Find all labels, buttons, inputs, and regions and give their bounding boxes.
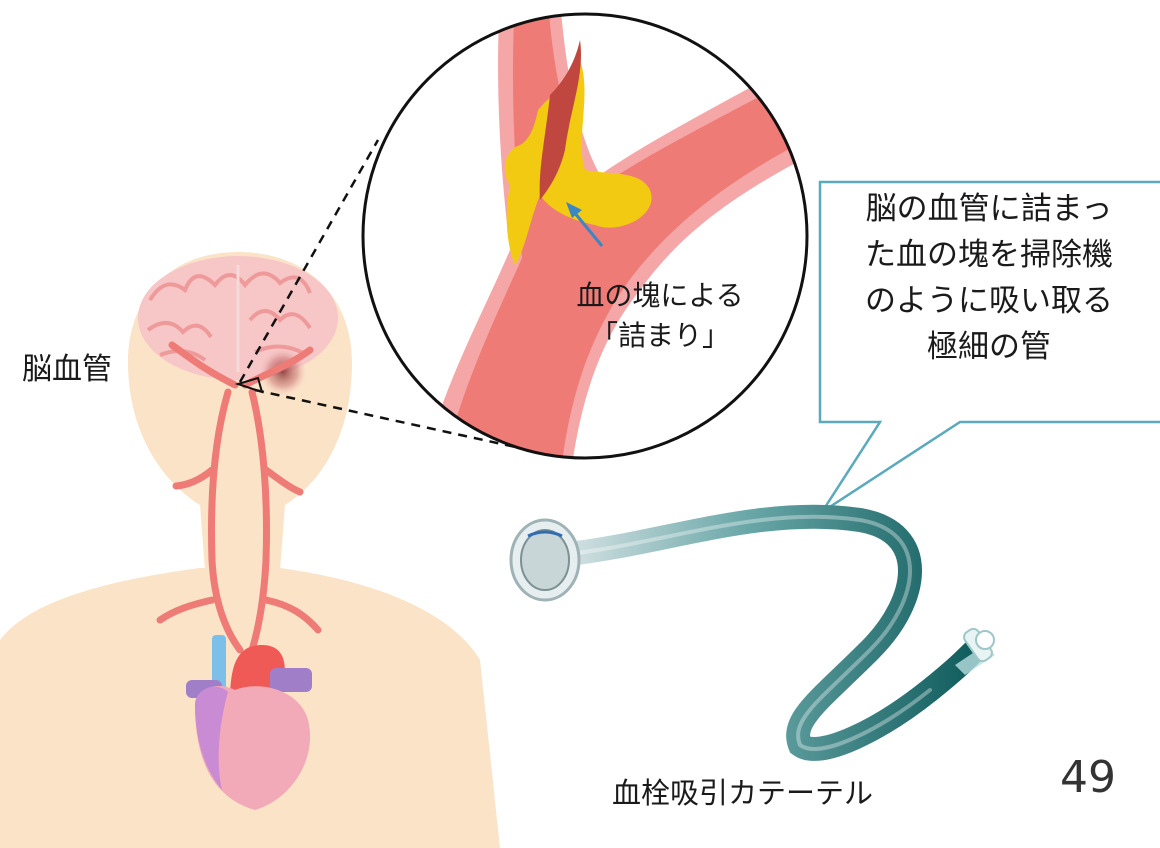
callout-line-1: 脳の血管に詰まっ bbox=[818, 186, 1160, 232]
page-number: 49 bbox=[1060, 752, 1116, 803]
clot-label-line2: 「詰まり」 bbox=[560, 316, 760, 356]
catheter-image bbox=[511, 517, 995, 749]
callout-line-4: 極細の管 bbox=[818, 324, 1160, 370]
magnified-vessel bbox=[363, 0, 840, 480]
brain-vessel-label: 脳血管 bbox=[22, 344, 112, 388]
clot-label-line1: 血の塊による bbox=[560, 276, 760, 316]
catheter-label: 血栓吸引カテーテル bbox=[612, 770, 873, 812]
callout-text: 脳の血管に詰まっ た血の塊を掃除機 のように吸い取る 極細の管 bbox=[818, 186, 1160, 370]
callout-line-3: のように吸い取る bbox=[818, 278, 1160, 324]
clot-label: 血の塊による 「詰まり」 bbox=[560, 276, 760, 356]
callout-line-2: た血の塊を掃除機 bbox=[818, 232, 1160, 278]
